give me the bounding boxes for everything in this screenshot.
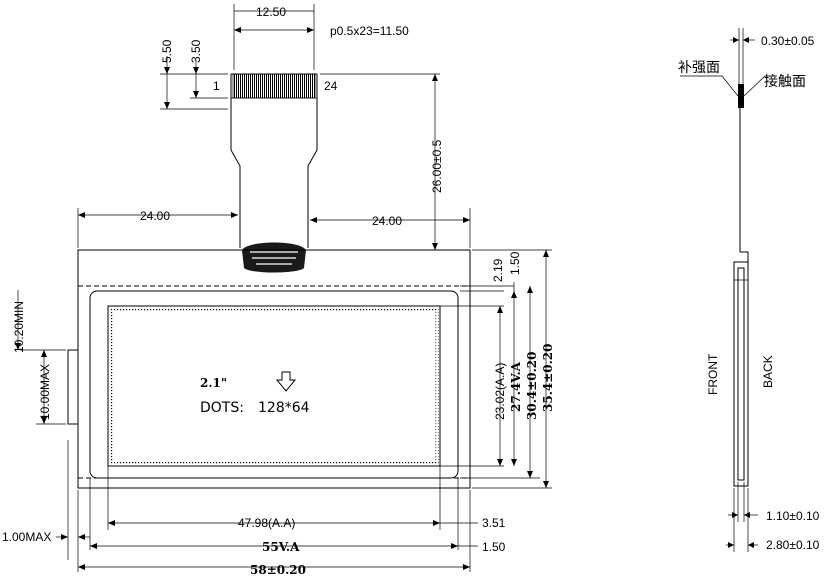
dots-label: DOTS: — [200, 400, 244, 416]
thick-outer-label: 2.80±0.10 — [766, 538, 820, 552]
thick-inner-label: 1.10±0.10 — [766, 509, 820, 523]
module-size-label: 2.1" — [200, 376, 227, 390]
aa-side-label: 3.51 — [482, 516, 506, 530]
back-label: BACK — [761, 355, 775, 388]
total-width-label: 58±0.20 — [250, 563, 306, 577]
contact-label: 接触面 — [764, 73, 806, 90]
fpc-pin-first: 1 — [213, 79, 220, 93]
side-view: 0.30±0.05 补强面 接触面 FRONT BACK 1.10±0.10 2… — [678, 28, 820, 552]
fpc-offset-right: 24.00 — [372, 214, 402, 228]
total-height-label: 35.4±0.20 — [541, 343, 555, 412]
fpc-outer-dim: 5.50 — [160, 39, 174, 63]
bezel-gap-label: 2.19 — [491, 258, 505, 282]
min-label: 10.20MIN — [12, 301, 26, 353]
fpc-width-dim: 12.50 p0.5x23=11.50 — [233, 4, 409, 70]
va-width-label: 55V.A — [262, 540, 300, 554]
fpc-length-dim: 26.00±0.5 — [320, 73, 444, 250]
fpc-offset-left: 24.00 — [140, 209, 170, 223]
front-label: FRONT — [706, 353, 720, 395]
arrow-down-icon — [275, 371, 297, 392]
glass-height-label: 30.4±0.20 — [525, 351, 539, 420]
fpc-inner-dim: 3.50 — [189, 39, 203, 63]
top-gap-label: 1.50 — [508, 251, 522, 275]
thick-label: 1.00MAX — [2, 530, 51, 544]
fpc-pin-last: 24 — [324, 79, 338, 93]
aa-width-label: 47.98(A.A) — [238, 516, 295, 530]
right-dims: 1.50 2.19 23.02(A.A) 27.4V.A 30.4±0.20 3… — [440, 249, 555, 489]
va-side-label: 1.50 — [482, 540, 506, 554]
bottom-dims: 47.98(A.A) 3.51 55V.A 1.50 58±0.20 — [78, 466, 506, 577]
fpc-length-label: 26.00±0.5 — [430, 139, 444, 193]
max-label: 10.00MAX — [38, 364, 52, 420]
fpc-contacts — [232, 73, 316, 99]
dots-value: 128*64 — [258, 400, 310, 416]
aa-height-label: 23.02(A.A) — [493, 363, 507, 420]
fpc-height-dims: 5.50 3.50 1 24 — [160, 39, 338, 110]
fpc-width-label: 12.50 — [256, 5, 286, 19]
fpc-tail — [230, 73, 318, 273]
fpc-pitch-label: p0.5x23=11.50 — [330, 24, 409, 38]
fpc-offset-dims: 24.00 24.00 — [77, 208, 471, 248]
module-outline — [67, 249, 471, 489]
left-dims: 10.20MIN 10.00MAX 1.00MAX — [2, 290, 90, 572]
top-dim-label: 0.30±0.05 — [761, 34, 815, 48]
va-height-label: 27.4V.A — [509, 361, 523, 412]
stiffener-label: 补强面 — [678, 60, 720, 76]
